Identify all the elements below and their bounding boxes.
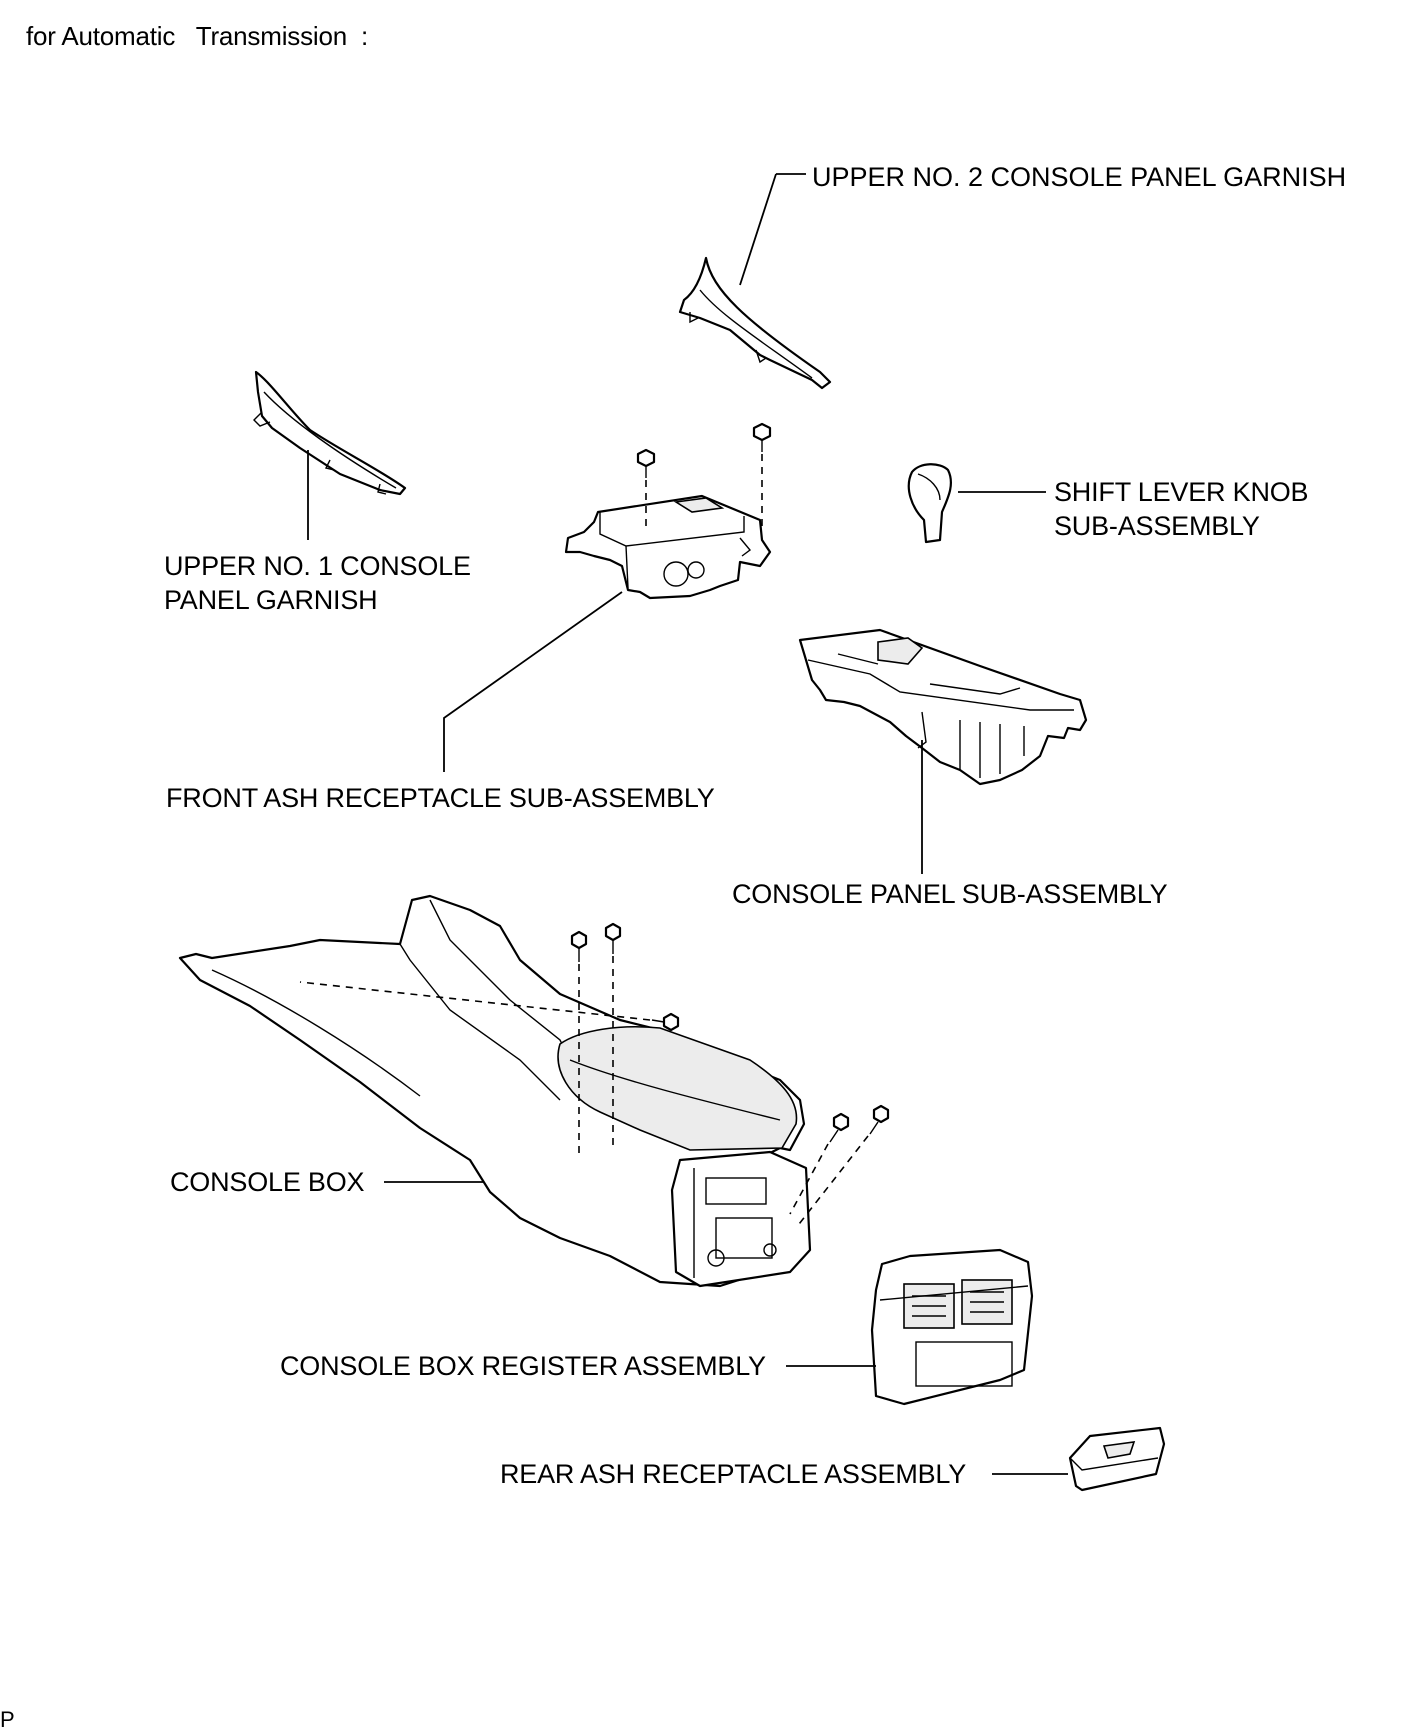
- label-upper-no1-garnish-line2: PANEL GARNISH: [164, 585, 378, 615]
- screw-console-box-5: [869, 1104, 890, 1135]
- label-front-ash-receptacle: FRONT ASH RECEPTACLE SUB-ASSEMBLY: [166, 783, 715, 813]
- label-upper-no1-garnish-line1: UPPER NO. 1 CONSOLE: [164, 551, 471, 581]
- console-box-register-part: [870, 1248, 1034, 1406]
- screw-guide-console-box-4: [789, 1143, 829, 1215]
- front-ash-receptacle-part: [564, 494, 772, 600]
- console-panel-part: [798, 628, 1088, 786]
- screw-guide-console-box-5: [795, 1135, 869, 1229]
- leader-front-ash-receptacle: [443, 591, 623, 772]
- screw-console-box-2: [604, 922, 622, 954]
- rear-ash-receptacle-part: [1068, 1426, 1166, 1492]
- shift-lever-knob-part: [907, 463, 952, 544]
- leader-upper-no2-garnish: [739, 173, 777, 286]
- console-box-part: [178, 894, 812, 1288]
- screw-console-box-3: [651, 1012, 680, 1032]
- label-shift-lever-knob-line2: SUB-ASSEMBLY: [1054, 511, 1260, 541]
- label-shift-lever-knob-line1: SHIFT LEVER KNOB: [1054, 477, 1309, 507]
- upper-no1-garnish-part: [253, 370, 407, 496]
- screw-guide-console-box-3: [299, 981, 651, 1021]
- upper-no2-garnish-part: [678, 256, 832, 390]
- label-rear-ash-receptacle: REAR ASH RECEPTACLE ASSEMBLY: [500, 1459, 967, 1489]
- diagram-heading: for Automatic Transmission :: [26, 21, 369, 51]
- label-console-box: CONSOLE BOX: [170, 1167, 365, 1197]
- label-console-panel: CONSOLE PANEL SUB-ASSEMBLY: [732, 879, 1168, 909]
- screw-front-ash-1: [636, 448, 656, 478]
- label-upper-no2-garnish: UPPER NO. 2 CONSOLE PANEL GARNISH: [812, 162, 1346, 192]
- screw-console-box-4: [829, 1112, 850, 1143]
- screw-front-ash-2: [752, 422, 772, 452]
- screw-console-box-1: [570, 930, 588, 962]
- label-console-box-register: CONSOLE BOX REGISTER ASSEMBLY: [280, 1351, 766, 1381]
- corner-mark: P: [0, 1707, 15, 1732]
